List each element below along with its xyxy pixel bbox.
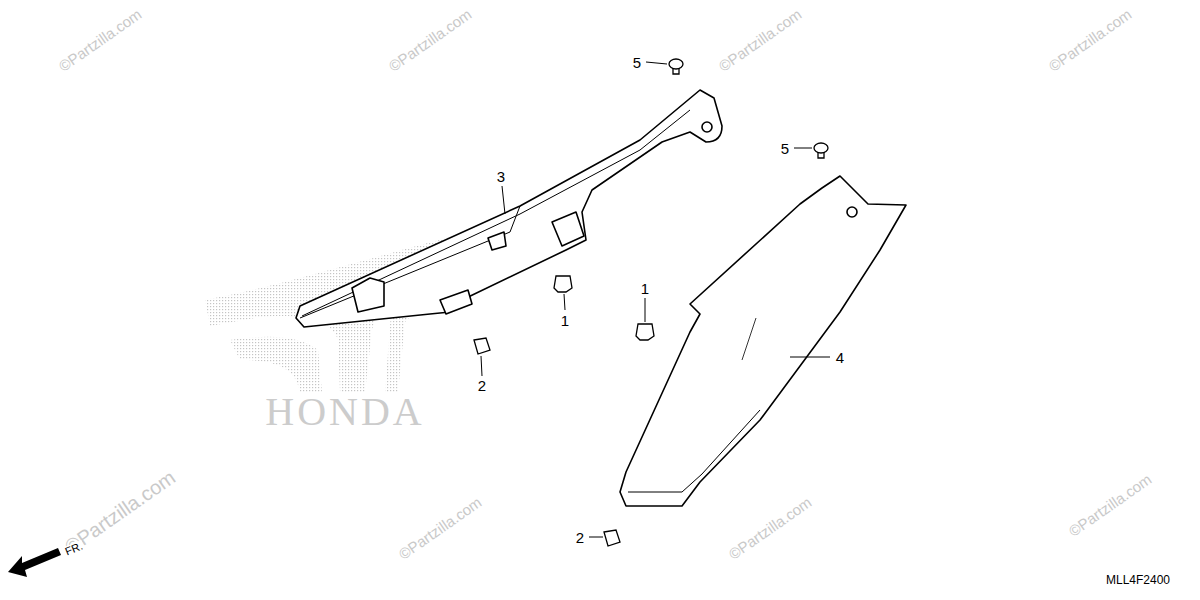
watermark: ©Partzilla.com bbox=[1066, 471, 1154, 539]
watermark: ©Partzilla.com bbox=[386, 6, 474, 74]
callout-number: 1 bbox=[640, 281, 650, 296]
watermark: ©Partzilla.com bbox=[726, 494, 814, 562]
callout-number: 1 bbox=[560, 313, 570, 328]
bolt bbox=[669, 59, 828, 158]
watermark: ©Partzilla.com bbox=[1046, 6, 1134, 74]
callout-number: 5 bbox=[632, 55, 642, 70]
watermark: ©Partzilla.com bbox=[56, 6, 144, 74]
rail-part bbox=[296, 90, 722, 327]
front-arrow bbox=[8, 548, 61, 577]
diagram-code: MLL4F2400 bbox=[1105, 574, 1171, 586]
callout-number: 2 bbox=[575, 530, 585, 545]
callout-number: 3 bbox=[496, 169, 506, 184]
watermark: ©Partzilla.com bbox=[716, 6, 804, 74]
callout-number: 2 bbox=[477, 378, 487, 393]
leader-line bbox=[481, 62, 830, 537]
grommet bbox=[554, 276, 654, 340]
logo-wordmark: HONDA bbox=[265, 392, 424, 432]
callout-number: 4 bbox=[835, 350, 845, 365]
callout-number: 5 bbox=[780, 141, 790, 156]
side-cover-part bbox=[620, 176, 906, 506]
clip bbox=[474, 338, 620, 546]
watermark: ©Partzilla.com bbox=[396, 494, 484, 562]
